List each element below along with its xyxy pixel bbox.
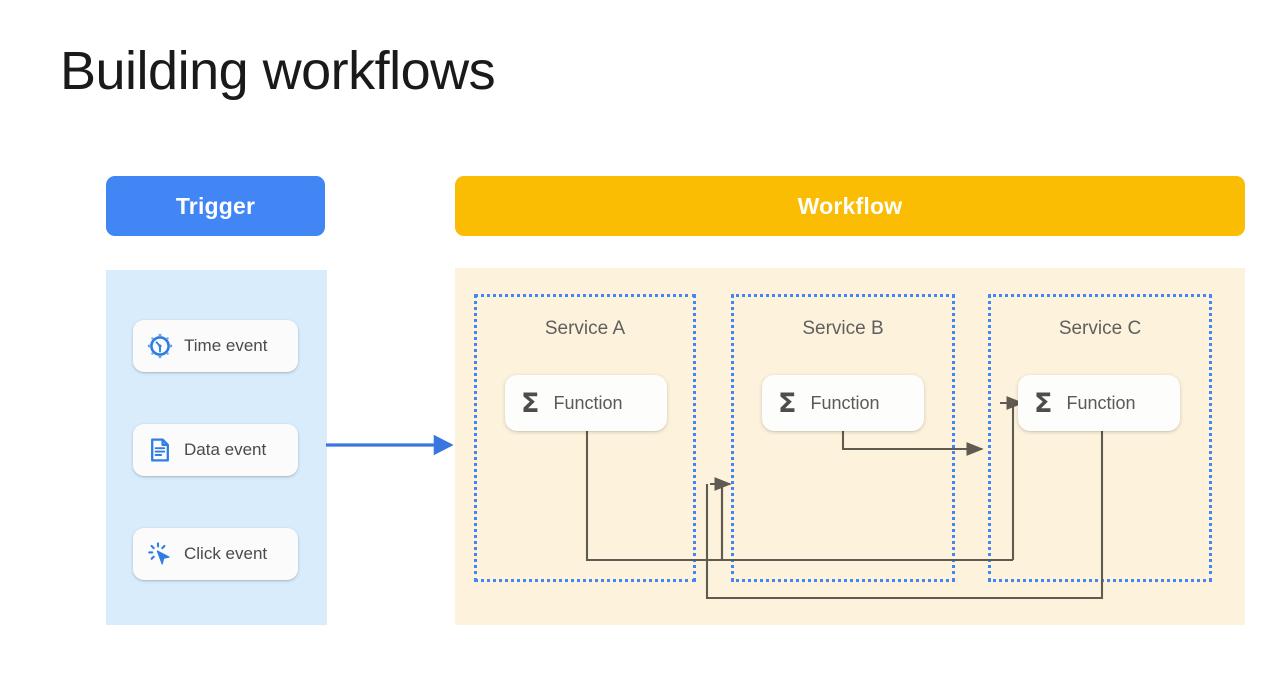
trigger-header: Trigger (106, 176, 325, 236)
document-icon (147, 437, 173, 463)
trigger-event-click[interactable]: Click event (133, 528, 298, 580)
trigger-event-label: Time event (184, 336, 268, 355)
function-card-service-b[interactable]: Σ Function (762, 375, 924, 431)
function-label: Function (553, 392, 623, 413)
sigma-icon: Σ (778, 387, 797, 419)
trigger-event-label: Click event (184, 544, 268, 563)
service-title-a: Service A (544, 318, 626, 339)
service-title-b: Service B (802, 318, 884, 339)
cursor-click-icon (147, 541, 173, 567)
trigger-header-label: Trigger (175, 192, 256, 219)
function-card-service-c[interactable]: Σ Function (1018, 375, 1180, 431)
sigma-icon: Σ (521, 387, 540, 419)
trigger-event-label: Data event (184, 440, 267, 459)
trigger-event-data[interactable]: Data event (133, 424, 298, 476)
workflow-header-label: Workflow (797, 192, 903, 219)
function-card-service-a[interactable]: Σ Function (505, 375, 667, 431)
function-label: Function (810, 392, 880, 413)
sigma-icon: Σ (1034, 387, 1053, 419)
trigger-panel: Time event Data event (106, 270, 327, 625)
service-title-c: Service C (1058, 318, 1142, 339)
trigger-to-workflow-arrow (325, 432, 461, 458)
function-label: Function (1066, 392, 1136, 413)
trigger-event-time[interactable]: Time event (133, 320, 298, 372)
clock-icon (147, 333, 173, 359)
page-title: Building workflows (60, 41, 496, 101)
workflow-header: Workflow (455, 176, 1245, 236)
